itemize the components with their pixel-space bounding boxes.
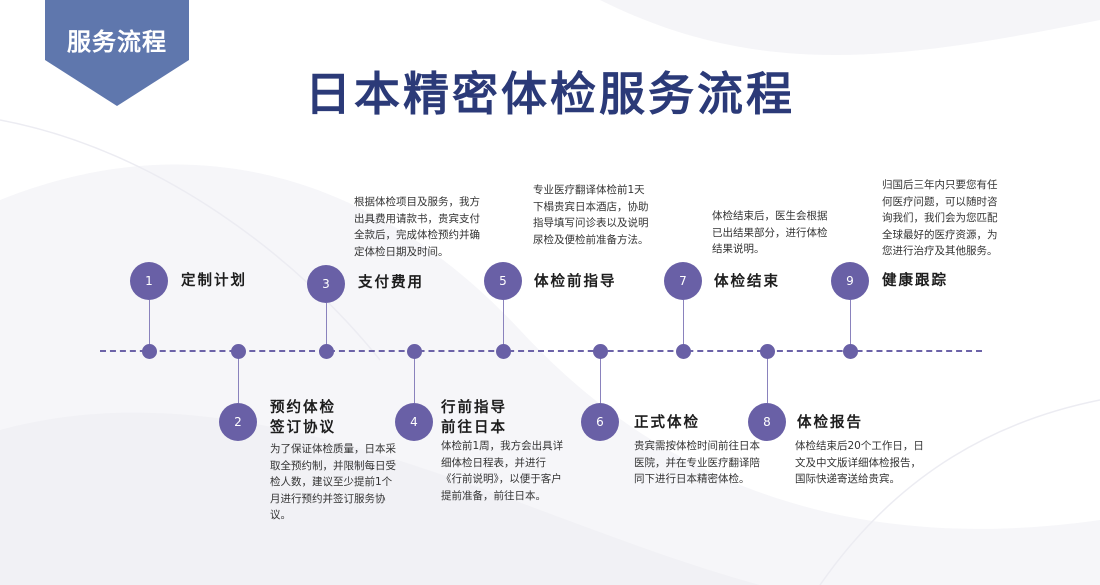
stem-4 — [414, 351, 415, 403]
badge-ribbon-shape — [45, 0, 189, 106]
step-9-title: 健康跟踪 — [882, 273, 948, 289]
step-2-title: 预约体检 签订协议 — [270, 400, 336, 436]
step-9-number: 9 — [831, 262, 869, 300]
step-3-number: 3 — [307, 265, 345, 303]
step-3-title: 支付费用 — [358, 275, 424, 291]
step-7-number: 7 — [664, 262, 702, 300]
page-title: 日本精密体检服务流程 — [305, 67, 795, 121]
badge-label: 服务流程 — [67, 28, 167, 56]
timeline-dot-6 — [593, 344, 608, 359]
timeline-dot-2 — [231, 344, 246, 359]
section-badge: 服务流程 — [45, 0, 189, 106]
timeline-dot-1 — [142, 344, 157, 359]
step-3-description: 根据体检项目及服务，我方出具费用请款书，贵宾支付全款后，完成体检预约并确定体检日… — [354, 196, 480, 258]
step-9-description: 归国后三年内只要您有任何医疗问题，可以随时咨询我们，我们会为您匹配全球最好的医疗… — [882, 179, 998, 257]
step-5-title: 体检前指导 — [534, 274, 617, 290]
timeline-dot-9 — [843, 344, 858, 359]
step-4-description: 体检前1周，我方会出具详细体检日程表，并进行《行前说明》，以便于客户提前准备，前… — [441, 440, 564, 502]
step-8-number: 8 — [748, 403, 786, 441]
step-6-title: 正式体检 — [634, 415, 700, 431]
stem-6 — [600, 351, 601, 403]
step-4-number: 4 — [395, 403, 433, 441]
step-4-title: 行前指导 前往日本 — [441, 400, 507, 436]
stem-1 — [149, 300, 150, 350]
step-1-title: 定制计划 — [181, 273, 247, 289]
timeline-line — [100, 350, 982, 352]
step-6-description: 贵宾需按体检时间前往日本医院，并在专业医疗翻译陪同下进行日本精密体检。 — [634, 440, 760, 485]
stem-3 — [326, 303, 327, 350]
stem-5 — [503, 300, 504, 350]
timeline-dot-7 — [676, 344, 691, 359]
step-2-number: 2 — [219, 403, 257, 441]
stem-9 — [850, 300, 851, 350]
step-8-title: 体检报告 — [797, 415, 863, 431]
step-2-description: 为了保证体检质量，日本采取全预约制，并限制每日受检人数，建议至少提前1个月进行预… — [270, 443, 396, 521]
step-5-number: 5 — [484, 262, 522, 300]
timeline-dot-5 — [496, 344, 511, 359]
step-7-title: 体检结束 — [714, 274, 780, 290]
timeline-dot-3 — [319, 344, 334, 359]
stem-2 — [238, 351, 239, 403]
step-8-description: 体检结束后20个工作日，日文及中文版详细体检报告，国际快递寄送给贵宾。 — [795, 440, 924, 485]
step-6-number: 6 — [581, 403, 619, 441]
timeline-dot-8 — [760, 344, 775, 359]
step-7-description: 体检结束后，医生会根据已出结果部分，进行体检结果说明。 — [712, 210, 828, 255]
timeline-dot-4 — [407, 344, 422, 359]
step-1-number: 1 — [130, 262, 168, 300]
stem-8 — [767, 351, 768, 403]
stem-7 — [683, 300, 684, 350]
step-5-description: 专业医疗翻译体检前1天下榻贵宾日本酒店，协助指导填写问诊表以及说明尿检及便检前准… — [533, 184, 649, 246]
